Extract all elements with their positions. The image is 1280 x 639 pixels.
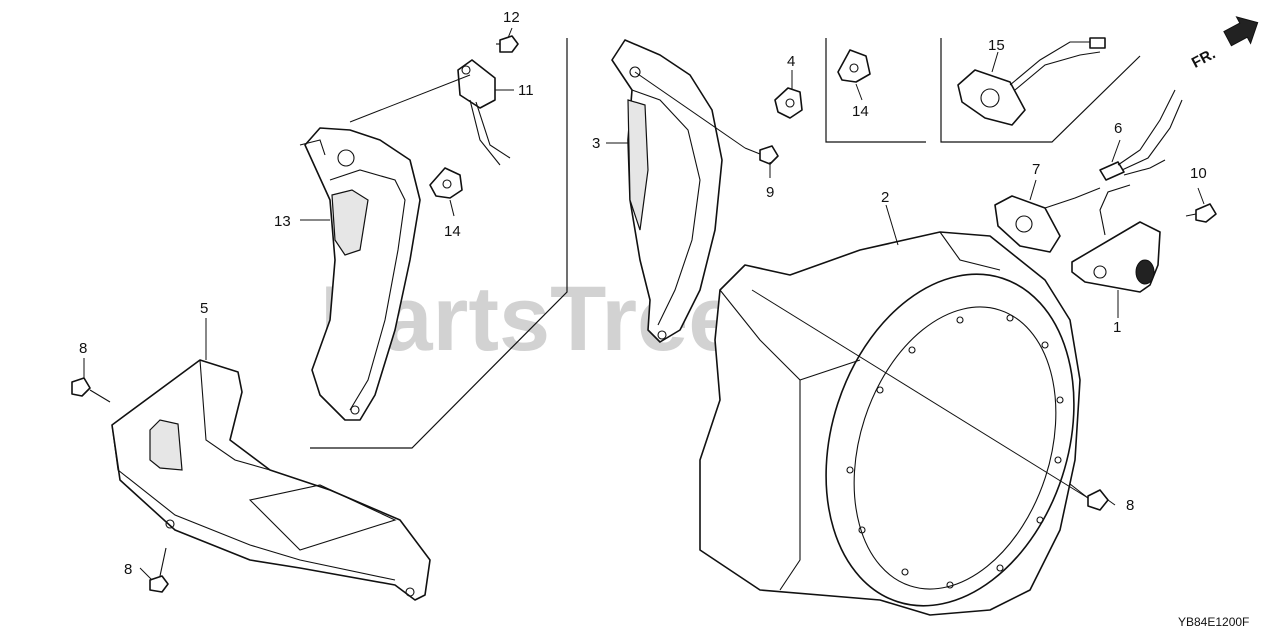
callout-8-right: 8 [1126, 497, 1134, 514]
callout-15: 15 [988, 37, 1005, 54]
front-label: FR. [1189, 45, 1218, 71]
part-12-bolt [496, 35, 519, 53]
callout-7: 7 [1032, 161, 1040, 178]
part-9-bolt [744, 145, 779, 165]
part-2-fan-housing [699, 231, 1081, 616]
callout-14-inset: 14 [852, 103, 869, 120]
inset-box-14 [825, 38, 926, 143]
callout-13: 13 [274, 213, 291, 230]
callout-8-bottom: 8 [124, 561, 132, 578]
callout-6: 6 [1114, 120, 1122, 137]
part-14-clip-left [429, 167, 463, 199]
leader-lines [83, 27, 1205, 581]
front-direction-indicator: FR. [1189, 16, 1259, 72]
group-bracket-left [310, 38, 568, 449]
part-14-clip-inset [837, 49, 871, 83]
part-8-bolt-bottom [149, 547, 169, 593]
callout-10: 10 [1190, 165, 1207, 182]
housing-bolt-holes [846, 314, 1064, 589]
callout-labels: 1 2 3 4 5 6 7 8 8 8 9 10 11 12 13 14 14 … [79, 9, 1207, 578]
part-8-bolt-left [71, 377, 111, 403]
callout-1: 1 [1113, 319, 1121, 336]
part-11-switch [457, 59, 511, 166]
callout-11: 11 [518, 82, 534, 99]
part-4-nut [774, 87, 803, 119]
callout-8-left: 8 [79, 340, 87, 357]
diagram-code: YB84E1200F [1178, 615, 1249, 629]
callout-5: 5 [200, 300, 208, 317]
callout-2: 2 [881, 189, 889, 206]
callout-9: 9 [766, 184, 774, 201]
front-arrow-icon [1223, 16, 1259, 47]
callout-4: 4 [787, 53, 795, 70]
callout-14-left: 14 [444, 223, 461, 240]
part-6-wire [1099, 89, 1183, 181]
callout-12: 12 [503, 9, 520, 26]
part-10-bolt [1185, 203, 1217, 223]
part-8-bolt-right [1069, 483, 1109, 511]
callout-3: 3 [592, 135, 600, 152]
part-7-switch [994, 187, 1101, 253]
inset-box-15 [940, 38, 1141, 143]
part-5-cover [111, 359, 431, 601]
part-1-switch-box [1071, 184, 1161, 293]
part-13-shroud [299, 127, 421, 421]
part-15-module [957, 37, 1106, 126]
part-3-shroud [611, 39, 723, 343]
